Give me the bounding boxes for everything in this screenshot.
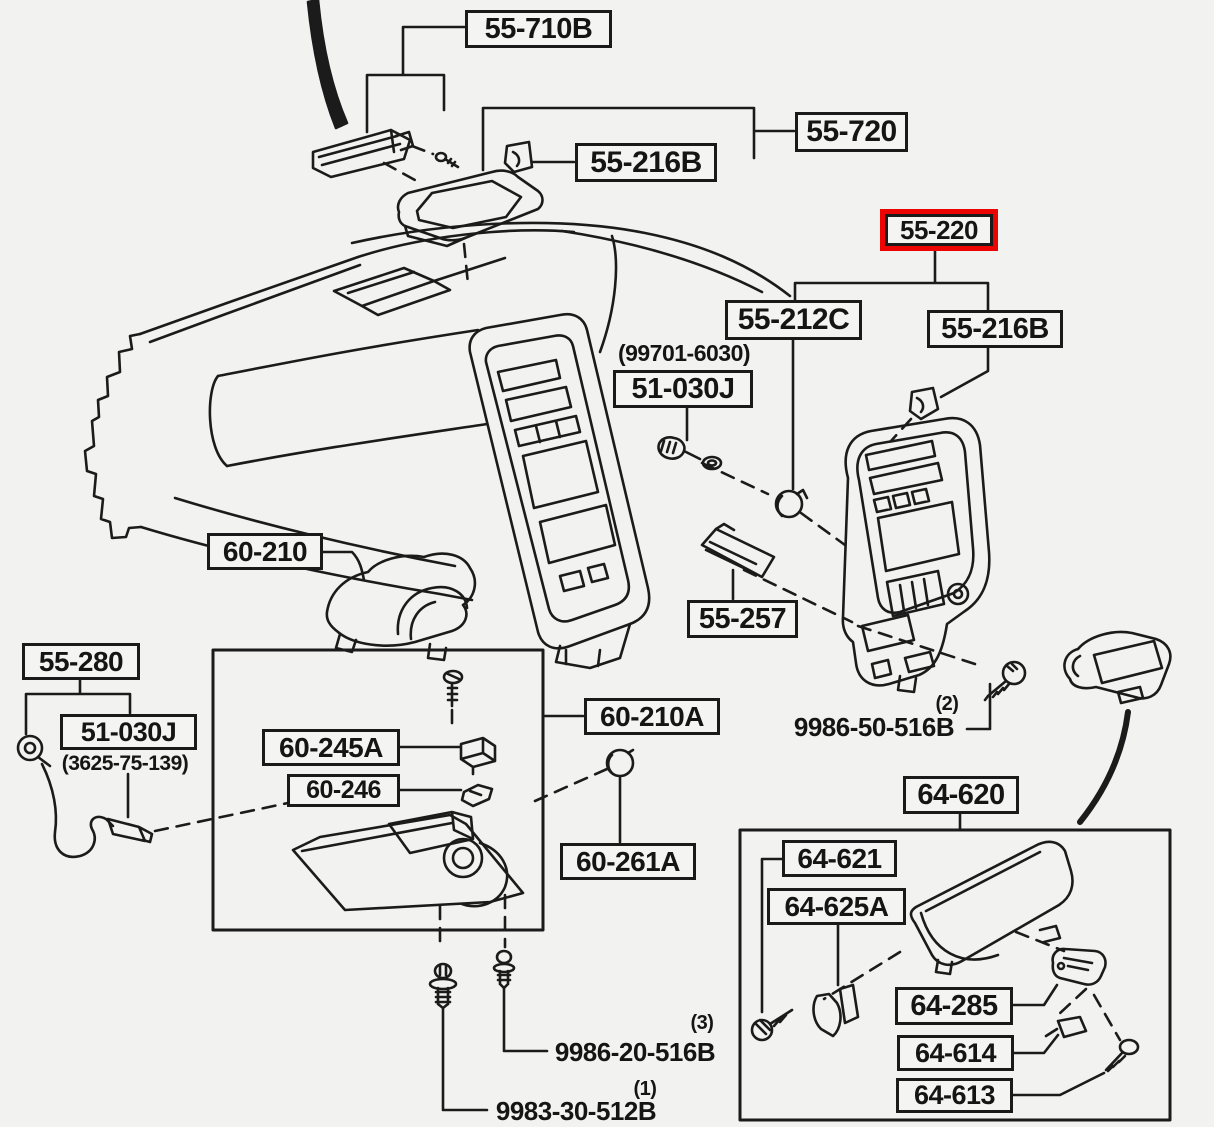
part-label: 64-625A <box>767 888 906 925</box>
screw-51-030J-art <box>657 406 723 471</box>
part-label-highlighted: 55-220 <box>885 214 993 246</box>
pillar-stroke-art <box>306 0 349 130</box>
bracket-55-257-art <box>700 522 776 601</box>
part-note: (99701-6030) <box>617 340 751 366</box>
dashed-assembly-lines <box>153 144 1122 1042</box>
column-cover-art <box>321 550 477 662</box>
part-label: 64-613 <box>896 1078 1013 1113</box>
part-label: 55-280 <box>22 643 140 680</box>
part-label: 64-621 <box>782 840 897 877</box>
part-label: 64-614 <box>897 1035 1014 1071</box>
part-label: 55-720 <box>795 112 908 152</box>
part-label: 55-212C <box>725 300 862 340</box>
part-label: 55-216B <box>927 310 1063 348</box>
part-label: 55-710B <box>465 10 612 48</box>
part-label: 51-030J <box>60 714 197 750</box>
console-panel-art <box>841 416 991 694</box>
part-label: 60-210 <box>207 533 323 570</box>
part-label: 51-030J <box>613 370 753 408</box>
bracket-55-720 <box>481 106 796 172</box>
armrest-art <box>1063 630 1172 825</box>
glovebox-frame <box>211 648 585 932</box>
part-note: (2) <box>935 692 959 715</box>
grommet-60-261A-art <box>605 748 635 844</box>
part-label: 60-245A <box>262 729 400 766</box>
part-label: 60-261A <box>560 843 696 880</box>
tray-leaders <box>760 857 1106 1097</box>
part-label: 64-620 <box>903 776 1019 814</box>
clip-a-art <box>774 338 809 519</box>
part-label: 60-210A <box>584 698 720 735</box>
tray-lid-art <box>909 840 1074 976</box>
part-note: 9986-50-516B <box>793 712 955 742</box>
part-label: 64-285 <box>895 987 1013 1025</box>
part-note: (1) <box>633 1077 657 1100</box>
screw-9986-50-art <box>965 660 1027 731</box>
harness-55-280-art <box>16 678 154 859</box>
part-label: 60-246 <box>287 774 400 807</box>
glovebox-parts-art <box>291 669 525 912</box>
leader-55-220 <box>793 245 990 312</box>
part-label: 55-216B <box>575 143 717 182</box>
part-note: (3) <box>690 1011 714 1034</box>
glovebox-screws-art <box>428 949 549 1112</box>
dashboard-art <box>83 221 792 602</box>
tray-hardware-art <box>750 947 1140 1073</box>
leader-55-710B <box>365 25 467 134</box>
part-note: 9983-30-512B <box>495 1096 657 1126</box>
highlight-box: 55-220 <box>880 209 998 251</box>
tray-64-620-frame <box>738 812 1172 1122</box>
clip-b-art <box>908 346 990 421</box>
part-note: (3625-75-139) <box>61 751 189 775</box>
part-label: 55-257 <box>687 600 798 638</box>
part-note: 9986-20-516B <box>554 1037 716 1067</box>
clip-top-art <box>503 140 576 174</box>
center-stack-art <box>468 312 651 670</box>
defroster-grille-art <box>311 128 460 179</box>
